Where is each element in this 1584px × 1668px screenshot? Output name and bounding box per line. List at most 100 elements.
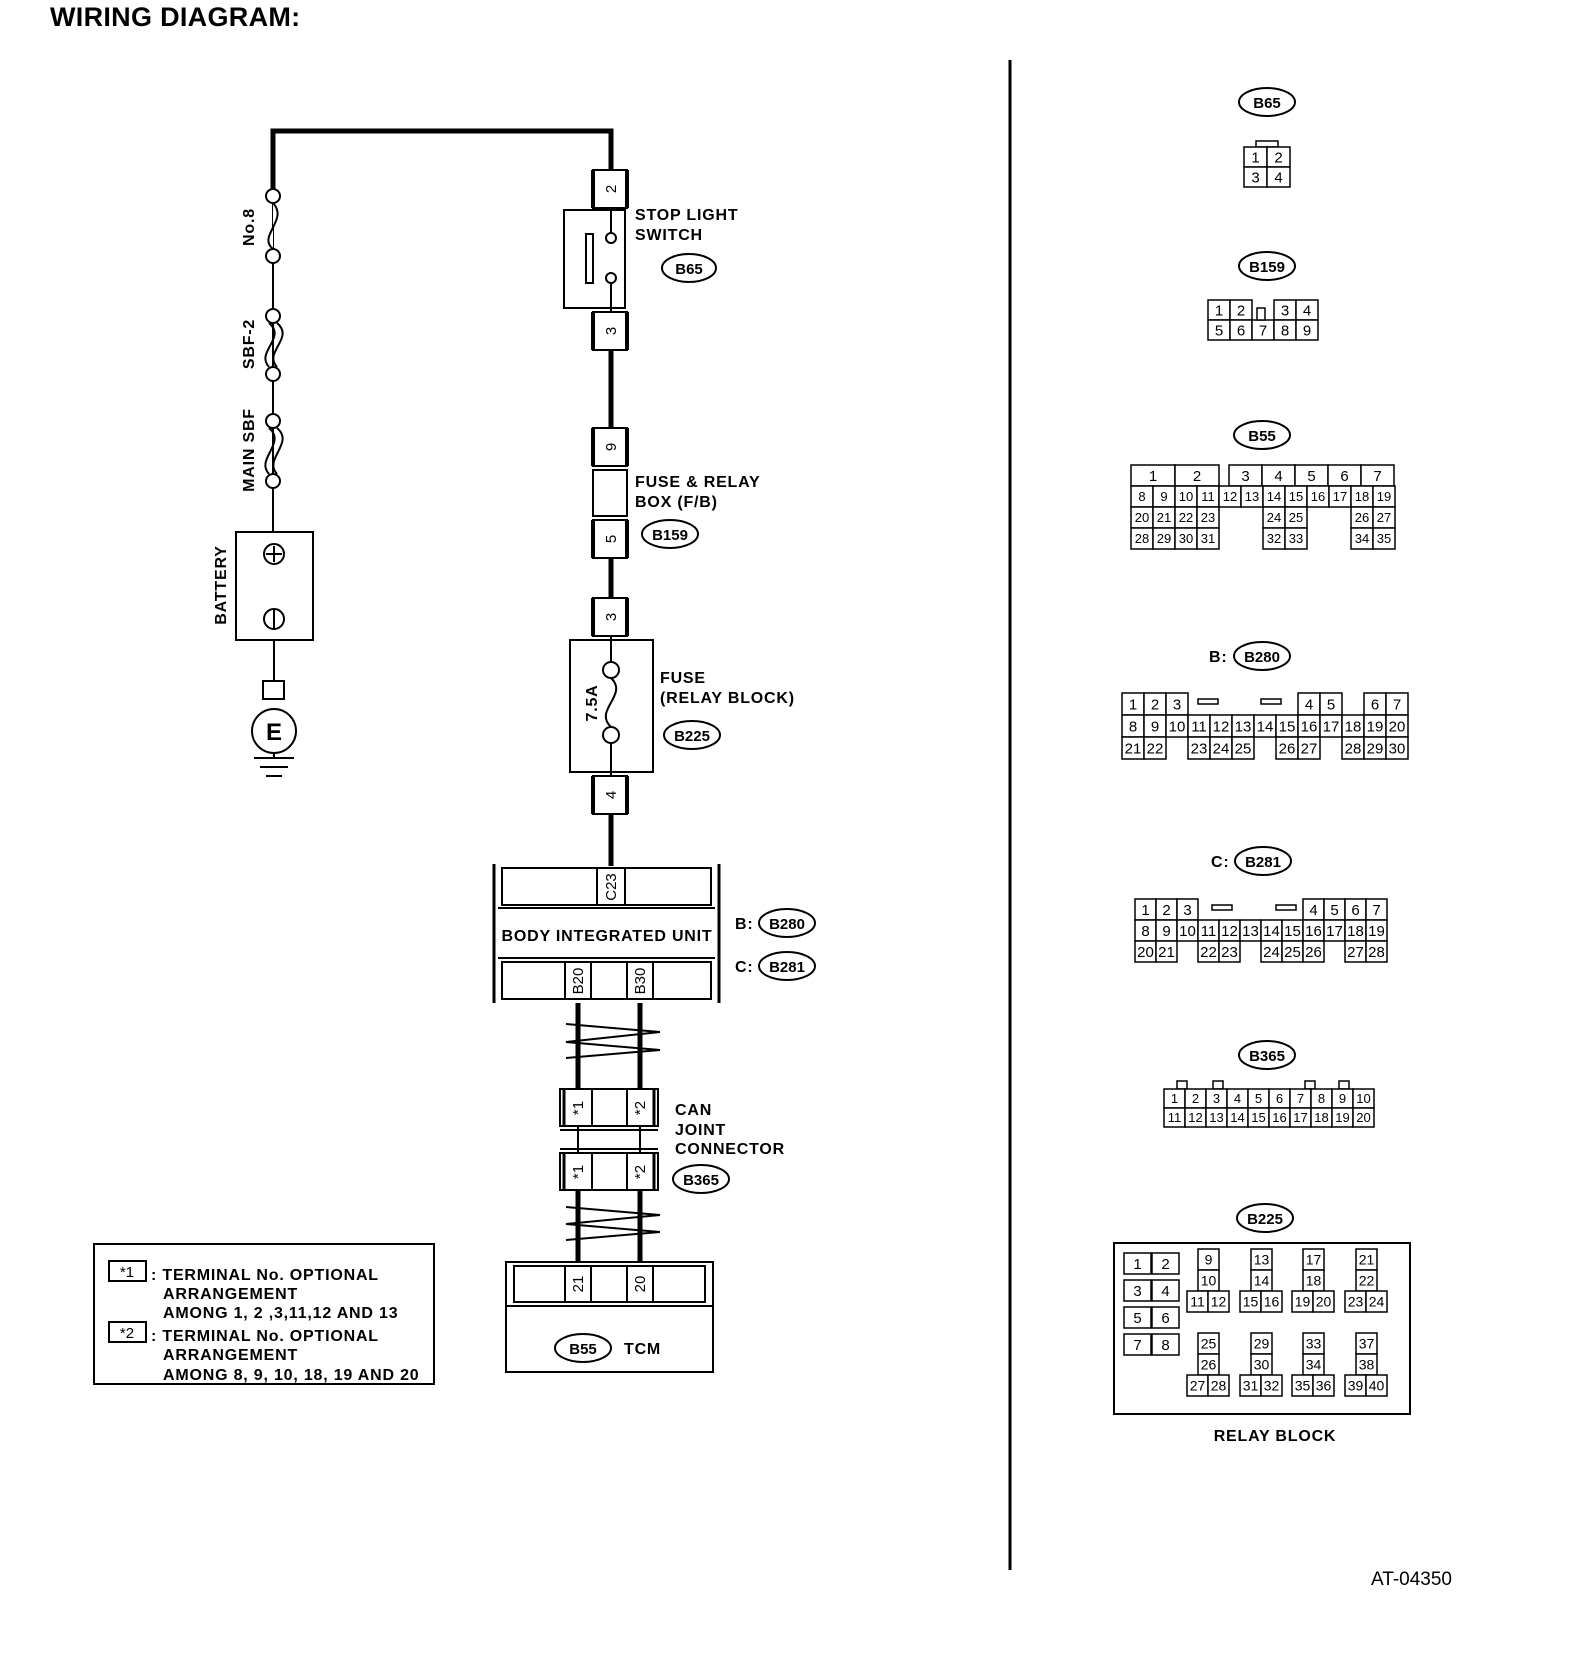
pin-cell bbox=[1385, 736, 1409, 760]
biu-pin-c23: C23 bbox=[603, 873, 620, 901]
pin-number: 1 bbox=[1129, 696, 1137, 713]
pin-number: 31 bbox=[1243, 1378, 1259, 1394]
fuse-relay-block-label-1: FUSE bbox=[660, 670, 706, 687]
biu-prefix-c: C: bbox=[735, 959, 753, 976]
pin-number: 29 bbox=[1254, 1336, 1270, 1352]
pin-number: 25 bbox=[1284, 944, 1301, 961]
note1-key-box bbox=[108, 1260, 147, 1282]
pin-number: 21 bbox=[1157, 510, 1171, 525]
pin-cell bbox=[1312, 1374, 1335, 1397]
pin-number: 7 bbox=[1259, 322, 1267, 339]
pin-number: 16 bbox=[1301, 718, 1318, 735]
relay-block-rating: 7.5A bbox=[584, 685, 601, 722]
pin-number: 7 bbox=[1373, 468, 1381, 485]
pin-number: 23 bbox=[1348, 1294, 1364, 1310]
pin-cell bbox=[1207, 1290, 1230, 1313]
pin-number: 15 bbox=[1251, 1110, 1265, 1125]
pin-number: 9 bbox=[1162, 923, 1170, 940]
pin-number: 18 bbox=[1314, 1110, 1328, 1125]
fb-pin-bottom: 5 bbox=[603, 535, 620, 543]
pin-number: 1 bbox=[1251, 149, 1259, 166]
svg-text:C:: C: bbox=[1211, 854, 1229, 871]
figure-id: AT-04350 bbox=[1371, 1569, 1452, 1590]
pin-number: 21 bbox=[1158, 944, 1175, 961]
pin-number: 6 bbox=[1276, 1091, 1283, 1106]
fuse-relay-box-label-1: FUSE & RELAY bbox=[635, 474, 760, 491]
biu-pin-b20: B20 bbox=[570, 968, 587, 995]
pin-number: 5 bbox=[1307, 468, 1315, 485]
pin-number: 27 bbox=[1347, 944, 1364, 961]
pin-number: 18 bbox=[1306, 1273, 1322, 1289]
pin-number: 38 bbox=[1359, 1357, 1375, 1373]
fuse-relay-block-symbol bbox=[569, 597, 654, 815]
stop-light-pin-bottom: 3 bbox=[603, 327, 620, 335]
pin-number: 4 bbox=[1274, 169, 1282, 186]
svg-text:B55: B55 bbox=[569, 1341, 597, 1358]
pin-number: 26 bbox=[1305, 944, 1322, 961]
pin-number: 5 bbox=[1330, 902, 1338, 919]
pin-number: 34 bbox=[1306, 1357, 1322, 1373]
pin-number: 10 bbox=[1179, 489, 1193, 504]
pin-number: 35 bbox=[1295, 1378, 1311, 1394]
pin-number: 12 bbox=[1223, 489, 1237, 504]
notes-box bbox=[93, 1243, 435, 1385]
pin-number: 5 bbox=[1133, 1310, 1141, 1327]
note1-line3: AMONG 1, 2 ,3,11,12 AND 13 bbox=[163, 1305, 398, 1322]
pin-number: 11 bbox=[1201, 923, 1217, 940]
fuse-main-sbf-label: MAIN SBF bbox=[241, 408, 258, 492]
pin-number: 4 bbox=[1305, 696, 1313, 713]
pin-number: 34 bbox=[1355, 531, 1369, 546]
pin-number: 6 bbox=[1161, 1310, 1169, 1327]
pin-number: 19 bbox=[1295, 1294, 1311, 1310]
biu-badge-b280: B280 bbox=[758, 908, 816, 938]
fuse-relay-box-symbol bbox=[591, 427, 629, 559]
pin-number: 2 bbox=[1237, 302, 1245, 319]
pin-cell bbox=[1302, 940, 1325, 963]
can-pin-2-upper: *2 bbox=[632, 1101, 649, 1115]
pin-number: 23 bbox=[1221, 944, 1238, 961]
fuse-no8-symbol bbox=[265, 188, 281, 264]
ground-label: E bbox=[266, 719, 282, 746]
pin-number: 14 bbox=[1254, 1273, 1270, 1289]
pin-number: 3 bbox=[1133, 1283, 1141, 1300]
tcm-label: TCM bbox=[624, 1341, 661, 1358]
biu-prefix-b: B: bbox=[735, 916, 753, 933]
pin-number: 17 bbox=[1293, 1110, 1307, 1125]
fb-pin-top: 9 bbox=[603, 443, 620, 451]
pin-cell bbox=[1123, 1252, 1152, 1275]
pin-number: 29 bbox=[1367, 740, 1384, 757]
pin-number: 9 bbox=[1339, 1091, 1346, 1106]
note2-key-box bbox=[108, 1321, 147, 1343]
pin-number: 30 bbox=[1389, 740, 1406, 757]
can-joint-badge: B365 bbox=[672, 1164, 730, 1194]
pin-number: 10 bbox=[1179, 923, 1196, 940]
pin-number: 20 bbox=[1389, 718, 1406, 735]
twisted-pair-lower bbox=[565, 1190, 661, 1262]
pin-number: 24 bbox=[1213, 740, 1230, 757]
pin-number: 20 bbox=[1137, 944, 1154, 961]
pin-number: 5 bbox=[1327, 696, 1335, 713]
pin-number: 24 bbox=[1263, 944, 1280, 961]
pin-cell bbox=[1260, 1290, 1283, 1313]
pin-number: 22 bbox=[1359, 1273, 1375, 1289]
pin-number: 1 bbox=[1171, 1091, 1178, 1106]
pin-number: 11 bbox=[1191, 718, 1207, 735]
svg-text:B159: B159 bbox=[1249, 259, 1285, 276]
pin-number: 9 bbox=[1151, 718, 1159, 735]
relay-block-pin-bottom: 4 bbox=[603, 791, 620, 799]
svg-text:B65: B65 bbox=[1253, 95, 1281, 112]
pin-number: 27 bbox=[1377, 510, 1391, 525]
pin-number: 19 bbox=[1335, 1110, 1349, 1125]
svg-text:B225: B225 bbox=[674, 728, 710, 745]
pin-number: 2 bbox=[1193, 468, 1201, 485]
pin-number: 23 bbox=[1191, 740, 1208, 757]
pin-number: 20 bbox=[1356, 1110, 1370, 1125]
note1-line1: : TERMINAL No. OPTIONAL bbox=[151, 1267, 379, 1284]
relay-block-pin-top: 3 bbox=[603, 613, 620, 621]
pin-number: 14 bbox=[1257, 718, 1274, 735]
pin-number: 10 bbox=[1169, 718, 1186, 735]
pin-number: 25 bbox=[1201, 1336, 1217, 1352]
